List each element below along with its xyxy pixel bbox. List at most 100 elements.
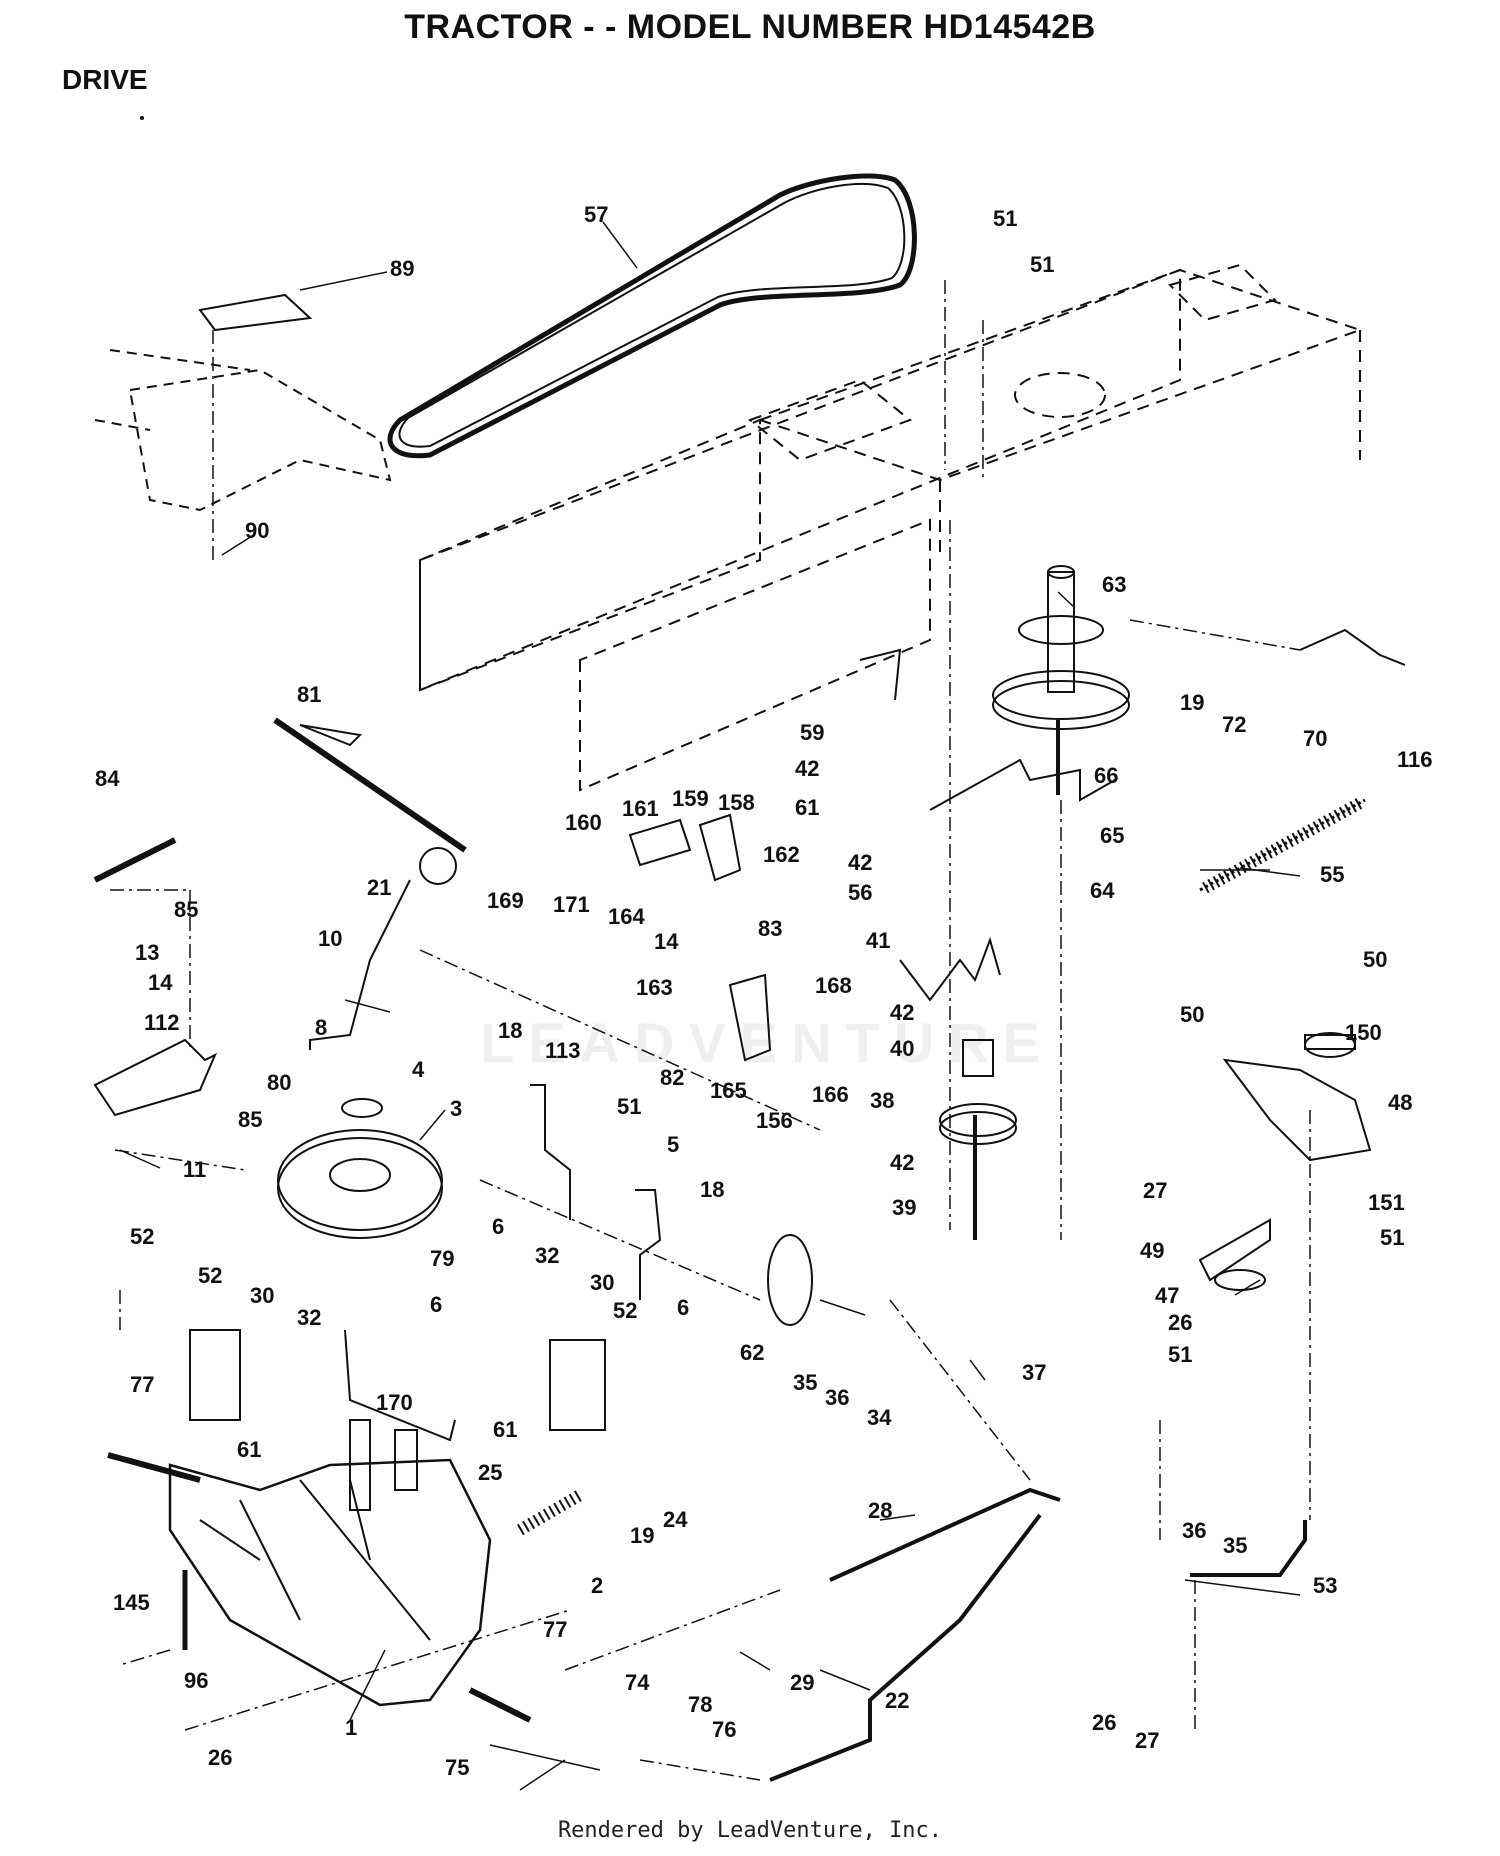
part-callout-145: 145 — [113, 1590, 150, 1615]
footer-credit: Rendered by LeadVenture, Inc. — [557, 1818, 943, 1843]
part-170-rod — [344, 1329, 456, 1442]
part-callout-26: 26 — [1092, 1710, 1116, 1735]
part-callout-81: 81 — [297, 682, 321, 707]
part-80-plate — [93, 1038, 217, 1117]
part-callout-162: 162 — [763, 842, 800, 867]
part-callout-36: 36 — [1182, 1518, 1206, 1543]
part-callout-52: 52 — [613, 1298, 637, 1323]
part-callout-51: 51 — [993, 206, 1017, 231]
part-callout-170: 170 — [376, 1390, 413, 1415]
part-callout-161: 161 — [622, 796, 659, 821]
part-callout-42: 42 — [848, 850, 872, 875]
section-title: DRIVE — [62, 64, 148, 95]
part-callout-50: 50 — [1363, 947, 1387, 972]
part-callout-19: 19 — [630, 1523, 654, 1548]
part-callout-59: 59 — [800, 720, 824, 745]
part-63-spindle — [1047, 571, 1075, 693]
part-callout-159: 159 — [672, 786, 709, 811]
part-callout-76: 76 — [712, 1717, 736, 1742]
part-callout-85: 85 — [238, 1107, 262, 1132]
frame-outline — [419, 263, 1364, 792]
part-callout-49: 49 — [1140, 1238, 1164, 1263]
part-callout-113: 113 — [545, 1038, 581, 1063]
part-49-bracket — [1198, 1218, 1271, 1282]
part-callout-83: 83 — [758, 916, 782, 941]
part-callout-75: 75 — [445, 1755, 469, 1780]
part-62-bushing — [767, 1234, 813, 1326]
part-callout-72: 72 — [1222, 712, 1246, 737]
part-callout-53: 53 — [1313, 1573, 1337, 1598]
part-28-rod — [829, 1487, 1061, 1582]
part-81-shaft — [273, 717, 467, 853]
part-callout-80: 80 — [267, 1070, 291, 1095]
part-callout-38: 38 — [870, 1088, 894, 1113]
part-callout-51: 51 — [617, 1094, 641, 1119]
part-5-bracket — [635, 1189, 662, 1300]
part-callout-30: 30 — [590, 1270, 614, 1295]
leader-lines — [110, 280, 1311, 1781]
part-callout-22: 22 — [885, 1688, 909, 1713]
page-title: TRACTOR - - MODEL NUMBER HD14542B — [404, 8, 1096, 46]
part-callout-90: 90 — [245, 518, 269, 543]
part-22-rod — [769, 1513, 1042, 1782]
part-callout-64: 64 — [1090, 878, 1115, 903]
part-66-lever — [929, 758, 1116, 811]
part-callout-5: 5 — [667, 1132, 679, 1157]
drive-belt — [387, 173, 917, 459]
part-callout-35: 35 — [1223, 1533, 1247, 1558]
part-callout-165: 165 — [710, 1078, 747, 1103]
part-callout-55: 55 — [1320, 862, 1344, 887]
callouts: 57 89 51 51 90 63 19 72 70 116 81 59 42 … — [95, 202, 1433, 1791]
part-callout-74: 74 — [625, 1670, 650, 1695]
part-30-left-bracket — [189, 1329, 241, 1421]
part-callout-50: 50 — [1180, 1002, 1204, 1027]
part-158-bracket — [698, 813, 742, 882]
part-callout-169: 169 — [487, 888, 524, 913]
part-callout-2: 2 — [591, 1573, 603, 1598]
part-callout-160: 160 — [565, 810, 602, 835]
part-callout-42: 42 — [890, 1000, 914, 1025]
part-callout-11: 11 — [183, 1157, 206, 1182]
part-callout-19: 19 — [1180, 690, 1204, 715]
part-callout-78: 78 — [688, 1692, 712, 1717]
part-callout-70: 70 — [1303, 726, 1327, 751]
part-callout-24: 24 — [663, 1507, 688, 1532]
part-callout-52: 52 — [130, 1224, 154, 1249]
part-callout-61: 61 — [493, 1417, 517, 1442]
part-callout-6: 6 — [430, 1292, 442, 1317]
part-callout-26: 26 — [1168, 1310, 1192, 1335]
part-callout-66: 66 — [1094, 763, 1118, 788]
part-callout-61: 61 — [237, 1437, 261, 1462]
part-callout-63: 63 — [1102, 572, 1126, 597]
part-callout-51: 51 — [1380, 1225, 1404, 1250]
part-callout-166: 166 — [812, 1082, 849, 1107]
part-53-rod — [1190, 1520, 1307, 1577]
part-callout-37: 37 — [1022, 1360, 1046, 1385]
part-3-pulley — [277, 1129, 443, 1231]
part-48-bracket — [1222, 1058, 1372, 1162]
part-84-rod — [93, 837, 177, 883]
part-callout-52: 52 — [198, 1263, 222, 1288]
part-callout-151: 151 — [1368, 1190, 1405, 1215]
part-callout-14: 14 — [148, 970, 173, 995]
part-callout-82: 82 — [660, 1065, 684, 1090]
part-callout-57: 57 — [584, 202, 608, 227]
part-callout-27: 27 — [1143, 1178, 1167, 1203]
part-70-lever — [1299, 628, 1406, 666]
part-callout-47: 47 — [1155, 1283, 1179, 1308]
part-callout-36: 36 — [825, 1385, 849, 1410]
part-callout-156: 156 — [756, 1108, 793, 1133]
part-callout-48: 48 — [1388, 1090, 1412, 1115]
part-callout-65: 65 — [1100, 823, 1124, 848]
part-callout-8: 8 — [315, 1015, 327, 1040]
part-callout-6: 6 — [677, 1295, 689, 1320]
part-159-link — [628, 818, 692, 867]
part-callout-116: 116 — [1397, 747, 1433, 772]
part-callout-51: 51 — [1030, 252, 1054, 277]
part-113-bracket — [530, 1084, 571, 1220]
hood-bracket-outline — [94, 349, 392, 512]
part-callout-34: 34 — [867, 1405, 892, 1430]
part-165-bracket — [728, 973, 772, 1062]
part-callout-79: 79 — [430, 1246, 454, 1271]
